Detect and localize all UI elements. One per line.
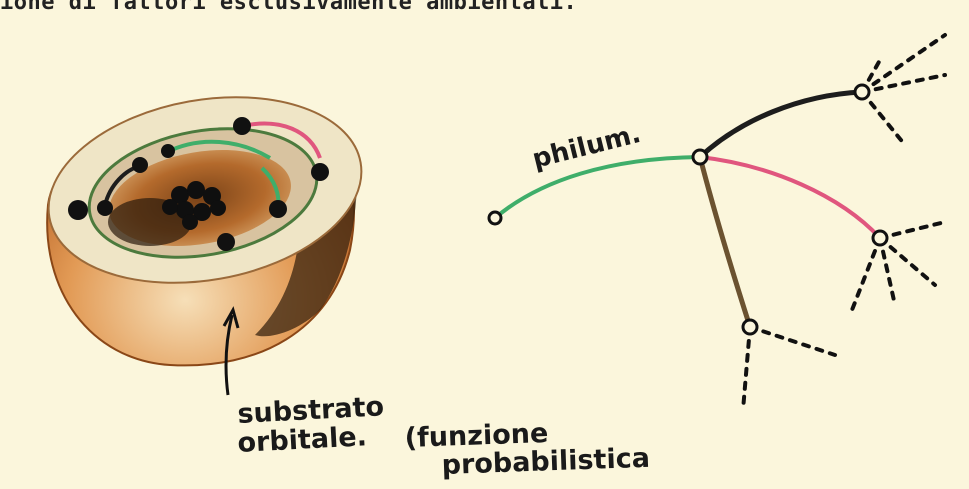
- node-brown: [743, 320, 757, 334]
- branch-green: [495, 157, 700, 218]
- label-philum: philum.: [529, 119, 643, 175]
- node-upper: [855, 85, 869, 99]
- branch-pink: [700, 157, 880, 238]
- dashes-brown-node: [743, 327, 835, 410]
- label-probabilistica: probabilistica: [441, 443, 650, 481]
- node-pink: [873, 231, 887, 245]
- node-start: [489, 212, 501, 224]
- label-orbitale: orbitale.: [237, 421, 368, 459]
- dashes-upper-node: [862, 35, 945, 145]
- dashes-pink-node: [852, 222, 945, 310]
- philum-tree: [489, 35, 945, 410]
- branch-brown: [700, 157, 750, 327]
- orbital-substrate-bowl: [34, 74, 376, 395]
- branch-black-upper: [700, 92, 862, 157]
- node-junction: [693, 150, 707, 164]
